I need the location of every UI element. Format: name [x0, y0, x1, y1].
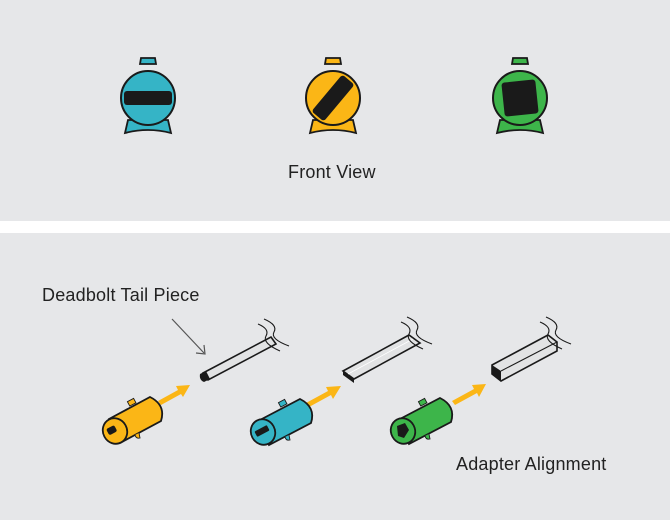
blue-adapter-front-icon	[120, 57, 176, 135]
square-tailpiece-icon	[491, 316, 572, 382]
front-view-caption: Front View	[288, 162, 376, 182]
yellow-insert-arrow-icon	[158, 385, 190, 405]
tailpiece-label: Deadbolt Tail Piece	[42, 285, 200, 305]
yellow-adapter-front-icon	[305, 57, 361, 135]
alignment-panel: Deadbolt Tail Piece Adapter Alignment	[0, 233, 670, 520]
yellow-adapter-side-icon	[101, 395, 164, 445]
alignment-illustration	[101, 316, 572, 447]
green-insert-arrow-icon	[452, 384, 486, 405]
front-view-panel: Front View	[0, 0, 670, 221]
blue-insert-arrow-icon	[306, 386, 341, 407]
green-adapter-front-icon	[492, 57, 548, 135]
blue-adapter-side-icon	[249, 397, 314, 447]
pointer-arrow-icon	[171, 318, 206, 355]
flat-tailpiece-icon	[341, 316, 433, 383]
green-adapter-side-icon	[389, 396, 454, 446]
adapter-alignment-caption: Adapter Alignment	[456, 454, 607, 474]
front-view-illustration	[120, 57, 548, 135]
thin-tailpiece-icon	[199, 318, 290, 382]
